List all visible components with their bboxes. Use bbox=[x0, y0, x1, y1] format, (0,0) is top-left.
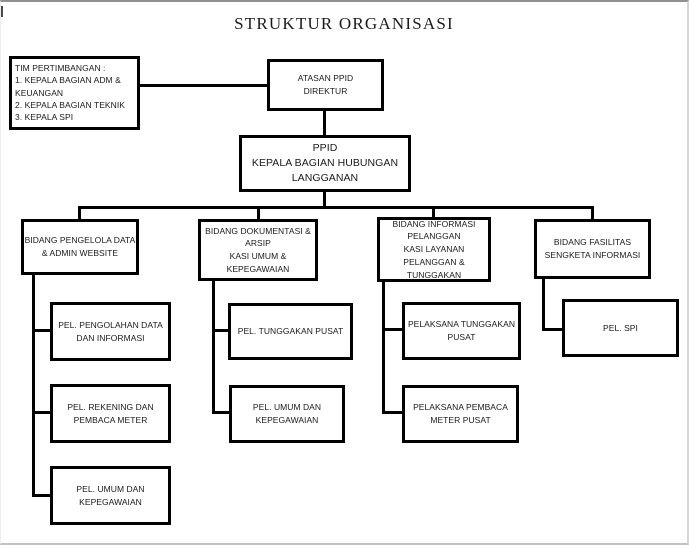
node-ppid: PPID KEPALA BAGIAN HUBUNGAN LANGGANAN bbox=[239, 135, 411, 192]
node-bidang-pengelola-data: BIDANG PENGELOLA DATA & ADMIN WEBSITE bbox=[21, 219, 139, 275]
connector-stub-col1-row3 bbox=[32, 494, 50, 497]
connector-trunk-col-4 bbox=[542, 279, 545, 331]
connector-drop-bidang-1 bbox=[78, 206, 81, 219]
node-pel-umum-kepegawaian-1: PEL. UMUM DAN KEPEGAWAIAN bbox=[50, 466, 171, 525]
connector-stub-col1-row1 bbox=[32, 329, 50, 332]
connector-drop-bidang-4 bbox=[591, 206, 594, 219]
connector-drop-bidang-3 bbox=[432, 206, 435, 217]
node-bidang-informasi-pelanggan: BIDANG INFORMASI PELANGGAN KASI LAYANAN … bbox=[377, 217, 491, 282]
connector-trunk-col-1 bbox=[32, 275, 35, 497]
node-bidang-fasilitas-sengketa: BIDANG FASILITAS SENGKETA INFORMASI bbox=[534, 219, 651, 279]
page-title: STRUKTUR ORGANISASI bbox=[234, 14, 454, 33]
connector-trunk-col-3 bbox=[382, 282, 385, 414]
node-bidang-dokumentasi-arsip: BIDANG DOKUMENTASI & ARSIP KASI UMUM & K… bbox=[198, 219, 318, 281]
connector-stub-col1-row2 bbox=[32, 411, 50, 414]
connector-stub-col2-row2 bbox=[212, 411, 229, 414]
node-pel-rekening-pembaca-meter: PEL. REKENING DAN PEMBACA METER bbox=[50, 384, 171, 443]
node-pelaksana-pembaca-meter-pusat: PELAKSANA PEMBACA METER PUSAT bbox=[402, 385, 519, 443]
node-pel-pengolahan-data: PEL. PENGOLAHAN DATA DAN INFORMASI bbox=[50, 302, 171, 361]
page-edge-artifact bbox=[1, 6, 3, 17]
connector-stub-col3-row2 bbox=[382, 411, 402, 414]
connector-stub-col4-row1 bbox=[542, 328, 562, 331]
node-atasan-ppid: ATASAN PPID DIREKTUR bbox=[267, 59, 384, 111]
connector-drop-bidang-2 bbox=[257, 206, 260, 219]
node-pel-spi: PEL. SPI bbox=[562, 299, 679, 357]
connector-atasan-to-ppid bbox=[323, 111, 326, 135]
connector-trunk-col-2 bbox=[212, 281, 215, 414]
connector-stub-col3-row1 bbox=[382, 328, 402, 331]
node-pel-tunggakan-pusat: PEL. TUNGGAKAN PUSAT bbox=[228, 303, 353, 360]
node-pelaksana-tunggakan-pusat: PELAKSANA TUNGGAKAN PUSAT bbox=[402, 302, 521, 360]
node-pel-umum-kepegawaian-2: PEL. UMUM DAN KEPEGAWAIAN bbox=[229, 385, 345, 443]
connector-tim-to-atasan bbox=[140, 84, 267, 87]
connector-distributor bbox=[78, 206, 594, 209]
node-tim-pertimbangan: TIM PERTIMBANGAN : 1. KEPALA BAGIAN ADM … bbox=[9, 56, 140, 130]
connector-ppid-drop bbox=[323, 192, 326, 209]
connector-stub-col2-row1 bbox=[212, 329, 228, 332]
